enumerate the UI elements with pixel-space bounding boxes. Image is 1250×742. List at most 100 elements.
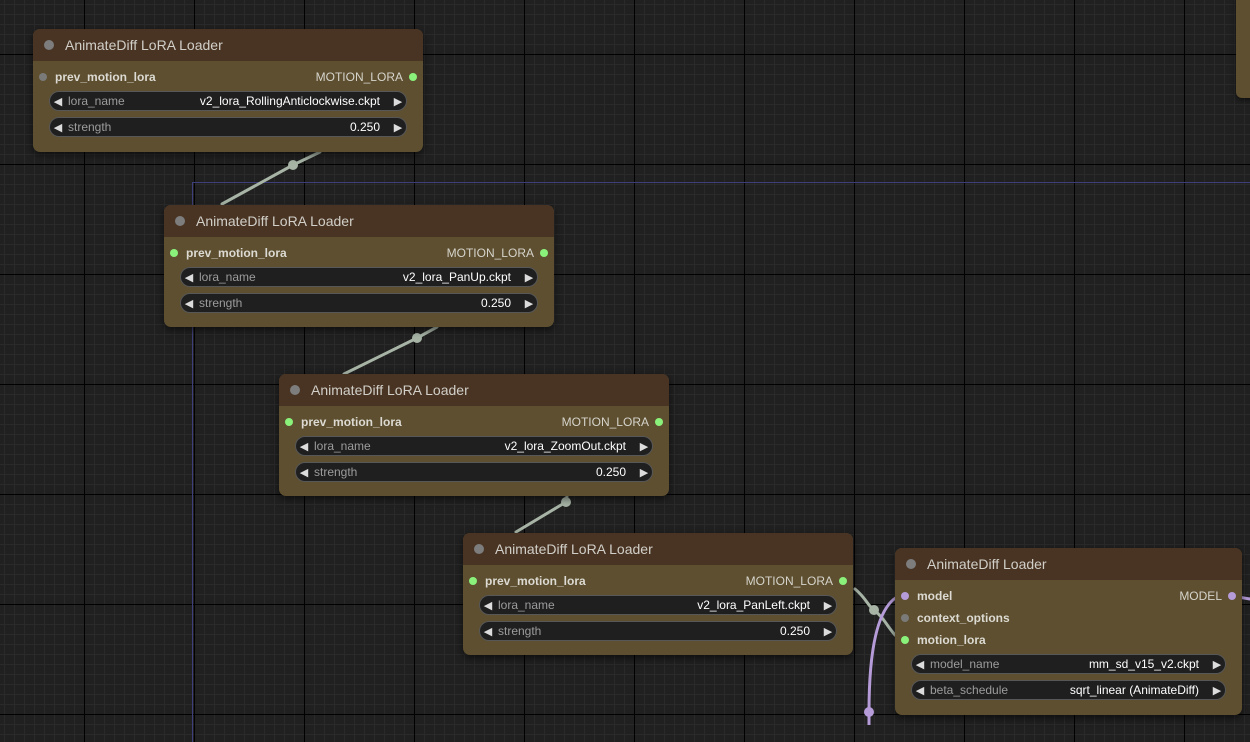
collapse-dot-icon[interactable] — [44, 40, 54, 50]
widget-label: strength — [498, 624, 542, 638]
output-dot-icon[interactable] — [409, 73, 417, 81]
motion-lora-output[interactable]: MOTION_LORA — [316, 66, 417, 88]
arrow-right-icon[interactable]: ▶ — [524, 297, 534, 310]
node-title-bar[interactable]: AnimateDiff LoRA Loader — [463, 533, 853, 565]
node-title-bar[interactable]: AnimateDiff LoRA Loader — [279, 374, 669, 406]
collapse-dot-icon[interactable] — [175, 216, 185, 226]
prev-motion-lora-input[interactable]: prev_motion_lora — [164, 246, 287, 260]
model-name-combo[interactable]: ◀ model_name mm_sd_v15_v2.ckpt ▶ — [911, 654, 1226, 674]
lora-name-combo[interactable]: ◀ lora_name v2_lora_ZoomOut.ckpt ▶ — [295, 436, 653, 456]
arrow-left-icon[interactable]: ◀ — [483, 625, 493, 638]
widget-value[interactable]: 0.250 — [779, 624, 810, 638]
arrow-right-icon[interactable]: ▶ — [393, 95, 403, 108]
arrow-right-icon[interactable]: ▶ — [524, 271, 534, 284]
widget-label: model_name — [930, 657, 1000, 671]
node-title-bar[interactable]: AnimateDiff Loader — [895, 548, 1242, 580]
lora-name-combo[interactable]: ◀ lora_name v2_lora_RollingAnticlockwise… — [49, 91, 407, 111]
output-dot-icon[interactable] — [655, 418, 663, 426]
output-label: MOTION_LORA — [446, 246, 534, 260]
lora-name-combo[interactable]: ◀ lora_name v2_lora_PanUp.ckpt ▶ — [180, 267, 538, 287]
input-dot-icon[interactable] — [39, 73, 47, 81]
widget-label: strength — [68, 120, 112, 134]
motion-lora-output[interactable]: MOTION_LORA — [746, 570, 847, 592]
arrow-right-icon[interactable]: ▶ — [639, 466, 649, 479]
widget-value[interactable]: sqrt_linear (AnimateDiff) — [1069, 683, 1199, 697]
arrow-left-icon[interactable]: ◀ — [53, 121, 63, 134]
collapse-dot-icon[interactable] — [290, 385, 300, 395]
arrow-right-icon[interactable]: ▶ — [1212, 658, 1222, 671]
lora-name-combo[interactable]: ◀ lora_name v2_lora_PanLeft.ckpt ▶ — [479, 595, 837, 615]
lora-loader-node-2[interactable]: AnimateDiff LoRA Loader prev_motion_lora… — [164, 205, 554, 327]
motion-lora-output[interactable]: MOTION_LORA — [447, 242, 548, 264]
lora-loader-node-3[interactable]: AnimateDiff LoRA Loader prev_motion_lora… — [279, 374, 669, 496]
input-dot-icon[interactable] — [285, 418, 293, 426]
strength-number[interactable]: ◀ strength 0.250 ▶ — [180, 293, 538, 313]
model-input[interactable]: model — [895, 589, 952, 603]
input-dot-icon[interactable] — [469, 577, 477, 585]
node-title-bar[interactable]: AnimateDiff LoRA Loader — [33, 29, 423, 61]
widget-value[interactable]: 0.250 — [480, 296, 511, 310]
input-label: prev_motion_lora — [55, 70, 156, 84]
arrow-left-icon[interactable]: ◀ — [915, 684, 925, 697]
arrow-right-icon[interactable]: ▶ — [823, 599, 833, 612]
prev-motion-lora-input[interactable]: prev_motion_lora — [463, 574, 586, 588]
output-dot-icon[interactable] — [1228, 592, 1236, 600]
arrow-right-icon[interactable]: ▶ — [639, 440, 649, 453]
motion-lora-output[interactable]: MOTION_LORA — [562, 411, 663, 433]
widget-label: strength — [314, 465, 358, 479]
input-dot-icon[interactable] — [901, 636, 909, 644]
node-title-bar[interactable]: AnimateDiff LoRA Loader — [164, 205, 554, 237]
offscreen-node[interactable] — [1236, 0, 1250, 98]
arrow-left-icon[interactable]: ◀ — [915, 658, 925, 671]
input-dot-icon[interactable] — [901, 592, 909, 600]
input-dot-icon[interactable] — [170, 249, 178, 257]
widget-value[interactable]: v2_lora_RollingAnticlockwise.ckpt — [199, 94, 380, 108]
strength-number[interactable]: ◀ strength 0.250 ▶ — [295, 462, 653, 482]
widget-value[interactable]: mm_sd_v15_v2.ckpt — [1088, 657, 1199, 671]
output-dot-icon[interactable] — [839, 577, 847, 585]
motion-lora-input[interactable]: motion_lora — [895, 633, 986, 647]
node-title: AnimateDiff LoRA Loader — [311, 382, 469, 398]
beta-schedule-combo[interactable]: ◀ beta_schedule sqrt_linear (AnimateDiff… — [911, 680, 1226, 700]
arrow-left-icon[interactable]: ◀ — [184, 271, 194, 284]
output-label: MOTION_LORA — [315, 70, 403, 84]
input-label: motion_lora — [917, 633, 986, 647]
widget-value[interactable]: v2_lora_ZoomOut.ckpt — [504, 439, 626, 453]
arrow-right-icon[interactable]: ▶ — [823, 625, 833, 638]
widget-label: strength — [199, 296, 243, 310]
widget-label: lora_name — [314, 439, 371, 453]
node-title: AnimateDiff LoRA Loader — [65, 37, 223, 53]
context-options-input[interactable]: context_options — [895, 611, 1010, 625]
strength-number[interactable]: ◀ strength 0.250 ▶ — [479, 621, 837, 641]
widget-label: beta_schedule — [930, 683, 1009, 697]
arrow-left-icon[interactable]: ◀ — [184, 297, 194, 310]
arrow-left-icon[interactable]: ◀ — [53, 95, 63, 108]
collapse-dot-icon[interactable] — [474, 544, 484, 554]
widget-label: lora_name — [68, 94, 125, 108]
output-label: MOTION_LORA — [745, 574, 833, 588]
widget-value[interactable]: v2_lora_PanUp.ckpt — [402, 270, 511, 284]
node-title: AnimateDiff LoRA Loader — [495, 541, 653, 557]
node-title: AnimateDiff Loader — [927, 556, 1047, 572]
widget-value[interactable]: v2_lora_PanLeft.ckpt — [697, 598, 810, 612]
animatediff-loader-node[interactable]: AnimateDiff Loader model MODEL context_o… — [895, 548, 1242, 715]
widget-value[interactable]: 0.250 — [595, 465, 626, 479]
prev-motion-lora-input[interactable]: prev_motion_lora — [33, 70, 156, 84]
input-label: prev_motion_lora — [485, 574, 586, 588]
lora-loader-node-4[interactable]: AnimateDiff LoRA Loader prev_motion_lora… — [463, 533, 853, 655]
link-midpoint-1 — [288, 160, 298, 170]
arrow-left-icon[interactable]: ◀ — [299, 466, 309, 479]
widget-value[interactable]: 0.250 — [349, 120, 380, 134]
widget-label: lora_name — [498, 598, 555, 612]
output-dot-icon[interactable] — [540, 249, 548, 257]
input-dot-icon[interactable] — [901, 614, 909, 622]
model-output[interactable]: MODEL — [1179, 585, 1236, 607]
strength-number[interactable]: ◀ strength 0.250 ▶ — [49, 117, 407, 137]
arrow-left-icon[interactable]: ◀ — [483, 599, 493, 612]
arrow-left-icon[interactable]: ◀ — [299, 440, 309, 453]
arrow-right-icon[interactable]: ▶ — [393, 121, 403, 134]
prev-motion-lora-input[interactable]: prev_motion_lora — [279, 415, 402, 429]
lora-loader-node-1[interactable]: AnimateDiff LoRA Loader prev_motion_lora… — [33, 29, 423, 152]
arrow-right-icon[interactable]: ▶ — [1212, 684, 1222, 697]
collapse-dot-icon[interactable] — [906, 559, 916, 569]
